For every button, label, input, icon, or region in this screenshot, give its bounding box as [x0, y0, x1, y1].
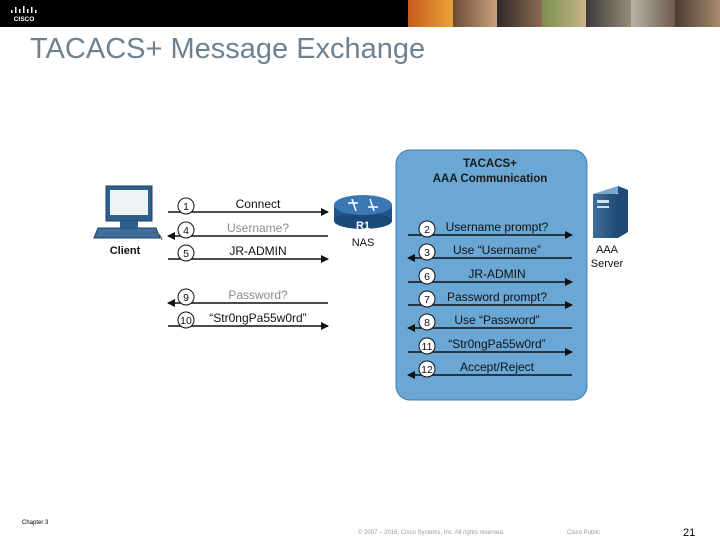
message-label: Connect: [236, 197, 281, 211]
left-message-row: 1 Connect: [168, 197, 329, 216]
footer-chapter: Chapter 3: [22, 520, 49, 526]
step-number: 5: [183, 248, 189, 260]
svg-text:CISCO: CISCO: [14, 16, 35, 23]
left-message-list: 1 Connect 4 Username? 5 JR-ADMIN 9 Password? 10 “…: [167, 197, 329, 330]
step-number: 4: [183, 225, 189, 237]
header-photo: [408, 0, 453, 27]
header-photo-strip: [408, 0, 720, 27]
footer-copyright: © 2007 – 2016, Cisco Systems, Inc. All r…: [358, 530, 505, 536]
right-message-row: 11 “Str0ngPa55w0rd”: [408, 337, 573, 356]
step-number-circle: [418, 337, 436, 355]
message-label: “Str0ngPa55w0rd”: [209, 311, 306, 325]
step-number: 12: [421, 364, 433, 376]
step-number: 10: [180, 315, 192, 327]
router-icon: [334, 195, 392, 229]
step-number-circle: [418, 267, 436, 285]
header-photo: [497, 0, 542, 27]
slide-title: TACACS+ Message Exchange: [30, 33, 426, 65]
step-number: 9: [183, 292, 189, 304]
aaa-server-icon: [593, 186, 628, 238]
client-label: Client: [110, 245, 141, 257]
left-message-row: 9 Password?: [167, 288, 328, 307]
message-label: JR-ADMIN: [468, 267, 525, 281]
message-label: Password prompt?: [447, 290, 547, 304]
step-number: 3: [424, 247, 430, 259]
aaa-box-title-line1: TACACS+: [463, 158, 517, 170]
left-message-row: 10 “Str0ngPa55w0rd”: [168, 311, 329, 330]
message-label: Accept/Reject: [460, 360, 535, 374]
right-message-row: 7 Password prompt?: [408, 290, 573, 309]
right-message-row: 3 Use “Username”: [407, 243, 572, 262]
nas-label: NAS: [352, 237, 375, 249]
header-photo: [452, 0, 498, 27]
message-label: JR-ADMIN: [229, 244, 286, 258]
footer-classification: Cisco Public: [567, 530, 601, 536]
message-label: Use “Username”: [453, 243, 541, 257]
step-number-circle: [418, 313, 436, 331]
right-message-row: 2 Username prompt?: [408, 220, 573, 239]
router-label: R1: [356, 220, 370, 232]
step-number-circle: [418, 243, 436, 261]
right-message-row: 8 Use “Password”: [407, 313, 572, 332]
cisco-logo: CISCO: [11, 6, 37, 23]
step-number-circle: [418, 220, 436, 238]
page-number: 21: [683, 527, 696, 539]
right-message-row: 6 JR-ADMIN: [408, 267, 573, 286]
header-bar: CISCO: [0, 0, 720, 27]
message-label: “Str0ngPa55w0rd”: [448, 337, 545, 351]
step-number-circle: [177, 244, 195, 262]
step-number: 2: [424, 224, 430, 236]
left-message-row: 5 JR-ADMIN: [168, 244, 329, 263]
step-number-circle: [177, 311, 195, 329]
step-number: 7: [424, 294, 430, 306]
message-label: Password?: [228, 288, 288, 302]
message-label: Use “Password”: [454, 313, 539, 327]
step-number: 11: [422, 341, 433, 353]
step-number-circle: [177, 288, 195, 306]
step-number-circle: [418, 360, 436, 378]
message-label: Username?: [227, 221, 289, 235]
step-number: 8: [424, 317, 430, 329]
message-label: Username prompt?: [446, 220, 549, 234]
header-photo: [630, 0, 676, 27]
aaa-communication-box: [395, 149, 588, 401]
aaa-box-title-line2: AAA Communication: [433, 173, 548, 185]
step-number-circle: [177, 221, 195, 239]
server-label-line1: AAA: [596, 244, 619, 256]
right-message-row: 12 Accept/Reject: [407, 360, 572, 379]
step-number-circle: [177, 197, 195, 215]
server-label-line2: Server: [591, 258, 624, 270]
header-photo: [586, 0, 631, 27]
right-message-list: 2 Username prompt? 3 Use “Username” 6 JR-ADMI…: [407, 220, 573, 379]
step-number: 1: [183, 201, 189, 213]
step-number: 6: [424, 271, 430, 283]
header-photo: [541, 0, 587, 27]
client-computer-icon: [93, 185, 163, 241]
step-number-circle: [418, 290, 436, 308]
left-message-row: 4 Username?: [167, 221, 328, 240]
header-photo: [675, 0, 720, 27]
